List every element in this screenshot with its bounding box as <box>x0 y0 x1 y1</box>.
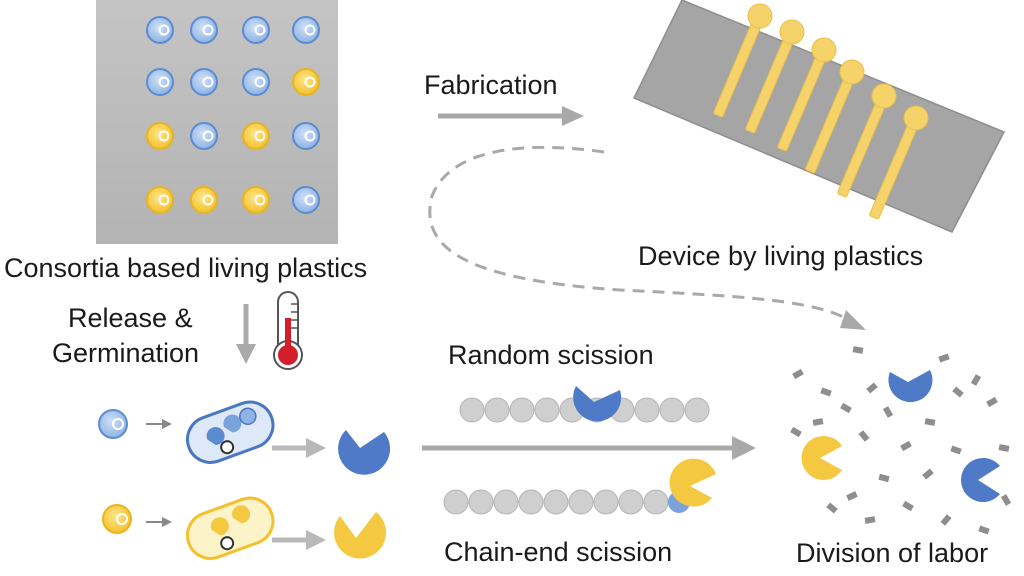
monomer-bead <box>468 489 494 515</box>
monomer-bead <box>684 397 710 423</box>
chain-end-enzyme <box>669 458 716 507</box>
chain-end-scission-label: Chain-end scission <box>444 537 673 567</box>
fabrication-label: Fabrication <box>424 70 558 100</box>
yellow-spore <box>102 504 132 534</box>
yellow-enzyme <box>334 512 387 559</box>
blue-spore <box>98 409 128 439</box>
polymer-fragment <box>952 386 964 398</box>
monomer-bead <box>634 397 660 423</box>
monomer-bead <box>593 489 619 515</box>
living-plastics-panel <box>96 0 338 244</box>
yellow-spore <box>146 122 174 150</box>
blue-spore <box>146 68 174 96</box>
polymer-fragment <box>852 346 864 354</box>
yellow-spore <box>292 68 320 96</box>
small-arrow <box>146 419 172 429</box>
polymer-fragment <box>970 374 982 386</box>
random-scission-polymer <box>459 386 710 423</box>
spore-grid <box>146 16 320 214</box>
fabrication-arrow <box>438 106 584 126</box>
polymer-fragment <box>950 445 962 455</box>
polymer-fragment <box>882 406 894 418</box>
blue-spore <box>242 68 270 96</box>
polymer-fragment <box>840 402 852 414</box>
polymer-fragment <box>900 440 912 452</box>
yellow-spore <box>190 186 218 214</box>
blue-spore <box>292 16 320 44</box>
polymer-fragment <box>940 514 952 526</box>
thermometer-icon <box>273 291 303 370</box>
small-arrow <box>146 517 172 527</box>
degradation-arrow <box>422 436 756 460</box>
electrode-array <box>713 3 929 220</box>
blue-spore <box>190 68 218 96</box>
germination-label: Germination <box>52 338 200 368</box>
monomer-bead <box>443 489 469 515</box>
blue-spore <box>242 16 270 44</box>
yellow-vegetative-cell <box>185 496 275 560</box>
release-germination-arrow <box>236 304 256 364</box>
blue-enzyme <box>338 430 391 475</box>
division-of-labor-label: Division of labor <box>796 538 989 568</box>
monomer-bead <box>518 489 544 515</box>
yellow-spore <box>242 122 270 150</box>
polymer-fragment <box>878 473 890 483</box>
yellow-strain-row <box>102 496 387 560</box>
monomer-bead <box>484 397 510 423</box>
polymer-fragment <box>792 368 804 380</box>
yellow-spore <box>146 186 174 214</box>
division-of-labor-scene <box>790 346 1012 535</box>
monomer-bead <box>568 489 594 515</box>
release-label: Release & <box>68 303 193 333</box>
yellow-spore <box>242 186 270 214</box>
polymer-fragment <box>812 418 824 426</box>
monomer-bead <box>509 397 535 423</box>
polymer-fragment <box>902 500 914 512</box>
monomer-bead <box>643 489 669 515</box>
polymer-fragment <box>938 353 950 363</box>
degradation-path-arrow <box>428 145 866 330</box>
blue-strain-row <box>98 400 391 475</box>
blue-spore <box>190 16 218 44</box>
monomer-bead <box>659 397 685 423</box>
division-yellow-enzyme <box>801 436 842 481</box>
monomer-bead <box>493 489 519 515</box>
blue-spore <box>146 16 174 44</box>
polymer-fragment <box>826 502 838 514</box>
polymer-fragment <box>986 396 998 408</box>
polymer-fragment <box>820 387 832 397</box>
secretion-arrow <box>272 438 326 458</box>
blue-spore <box>190 122 218 150</box>
device-label: Device by living plastics <box>638 241 924 271</box>
consortia-label: Consortia based living plastics <box>4 253 368 283</box>
polymer-fragment <box>1000 494 1012 506</box>
polymer-fragment <box>924 418 936 426</box>
polymer-fragment <box>998 444 1010 452</box>
random-scission-enzyme <box>573 386 622 422</box>
polymer-fragment <box>864 516 876 524</box>
chain-end-scission-polymer <box>443 458 716 515</box>
blue-spore <box>292 122 320 150</box>
polymer-fragment <box>978 525 990 535</box>
monomer-bead <box>534 397 560 423</box>
polymer-fragment <box>866 382 878 394</box>
monomer-bead <box>459 397 485 423</box>
blue-spore <box>292 186 320 214</box>
device-by-living-plastics <box>632 0 1006 233</box>
secretion-arrow <box>272 530 326 550</box>
polymer-fragment <box>790 426 802 438</box>
division-blue-enzyme-2 <box>961 458 1000 502</box>
polymer-fragment <box>922 468 934 480</box>
division-blue-enzyme <box>888 370 933 403</box>
polymer-fragment <box>858 430 870 442</box>
polymer-fragment <box>846 491 858 501</box>
monomer-bead <box>618 489 644 515</box>
blue-vegetative-cell <box>185 400 275 464</box>
random-scission-label: Random scission <box>448 340 654 370</box>
monomer-bead <box>543 489 569 515</box>
